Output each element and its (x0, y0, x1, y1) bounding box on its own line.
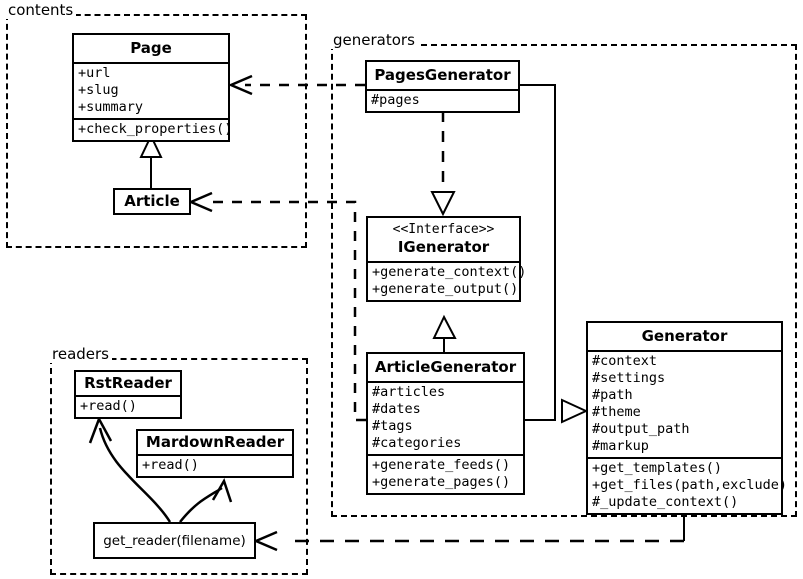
function-label-get-reader: get_reader(filename) (103, 532, 246, 549)
edge-articlegenerator-inherits-igenerator (432, 314, 457, 352)
attribute-markup: #markup (592, 438, 649, 454)
function-box-get-reader[interactable]: get_reader(filename) (93, 522, 256, 559)
attribute-categories: #categories (372, 435, 462, 451)
class-name-pagesgenerator: PagesGenerator (374, 66, 511, 84)
attributes-compartment-generator: #context #settings #path #theme #output_… (588, 350, 781, 457)
edge-pagesgenerator-implements-igenerator (430, 111, 456, 217)
operation-generate-context: +generate_context() (372, 264, 527, 280)
class-box-page[interactable]: Page +url +slug +summary +check_properti… (72, 33, 233, 142)
attributes-compartment-page: +url +slug +summary (74, 62, 228, 118)
edge-get-reader-returns-rstreader (88, 416, 172, 523)
attribute-articles: #articles (372, 384, 446, 400)
attribute-pages: #pages (371, 92, 420, 108)
attribute-dates: #dates (372, 401, 421, 417)
class-box-generator[interactable]: Generator #context #settings #path #them… (586, 321, 788, 515)
edge-article-inherits-page (139, 133, 163, 188)
attribute-settings: #settings (592, 370, 666, 386)
operation-generate-pages: +generate_pages() (372, 474, 511, 490)
class-stereotype-igenerator: <<Interface>> (392, 222, 495, 237)
operation-generate-output: +generate_output() (372, 281, 519, 297)
class-box-igenerator[interactable]: <<Interface>> IGenerator +generate_conte… (366, 216, 527, 302)
package-readers (50, 358, 308, 575)
class-name-mardownreader: MardownReader (145, 433, 285, 451)
class-box-pagesgenerator[interactable]: PagesGenerator #pages (365, 60, 520, 113)
operation-mardownreader-read: +read() (142, 457, 199, 473)
operation-rstreader-read: +read() (80, 398, 137, 414)
attribute-url: +url (78, 65, 111, 81)
attribute-context: #context (592, 353, 658, 369)
class-name-page: Page (130, 39, 172, 57)
operation-generate-feeds: +generate_feeds() (372, 457, 511, 473)
class-box-articlegenerator[interactable]: ArticleGenerator #articles #dates #tags … (366, 352, 525, 495)
edge-get-reader-returns-mardownreader (179, 477, 233, 523)
class-box-mardownreader[interactable]: MardownReader +read() (136, 429, 294, 478)
attribute-path: #path (592, 387, 633, 403)
edge-articlegenerator-inherits-generator (525, 398, 589, 424)
class-box-article[interactable]: Article (113, 188, 191, 215)
operation-get-templates: +get_templates() (592, 460, 723, 476)
package-label-readers: readers (50, 346, 112, 363)
attribute-summary: +summary (78, 99, 144, 115)
attribute-output-path: #output_path (592, 421, 690, 437)
class-name-rstreader: RstReader (84, 374, 172, 392)
operations-compartment-page: +check_properties() (74, 118, 233, 140)
class-name-article: Article (124, 192, 180, 210)
package-label-contents: contents (6, 2, 77, 19)
package-generators (331, 44, 797, 517)
attributes-compartment-articlegenerator: #articles #dates #tags #categories (368, 381, 523, 454)
operations-compartment-igenerator: +generate_context() +generate_output() (368, 261, 527, 300)
package-label-generators: generators (331, 32, 418, 49)
attribute-theme: #theme (592, 404, 641, 420)
package-contents (6, 14, 307, 248)
operations-compartment-rstreader: +read() (76, 395, 180, 417)
operations-compartment-mardownreader: +read() (138, 454, 292, 476)
operations-compartment-articlegenerator: +generate_feeds() +generate_pages() (368, 454, 523, 493)
attribute-slug: +slug (78, 82, 119, 98)
operation-update-context: #_update_context() (592, 494, 739, 510)
operations-compartment-generator: +get_templates() +get_files(path,exclude… (588, 457, 788, 513)
attributes-compartment-pagesgenerator: #pages (367, 89, 518, 111)
operation-get-files: +get_files(path,exclude) (592, 477, 788, 493)
class-name-articlegenerator: ArticleGenerator (374, 358, 517, 376)
class-name-generator: Generator (641, 327, 728, 345)
class-name-igenerator: IGenerator (397, 238, 490, 256)
operation-check-properties: +check_properties() (78, 121, 233, 137)
edge-pagesgenerator-inherits-generator (520, 84, 556, 411)
attribute-tags: #tags (372, 418, 413, 434)
edge-articlegenerator-uses-article (187, 191, 366, 422)
class-box-rstreader[interactable]: RstReader +read() (74, 370, 182, 419)
